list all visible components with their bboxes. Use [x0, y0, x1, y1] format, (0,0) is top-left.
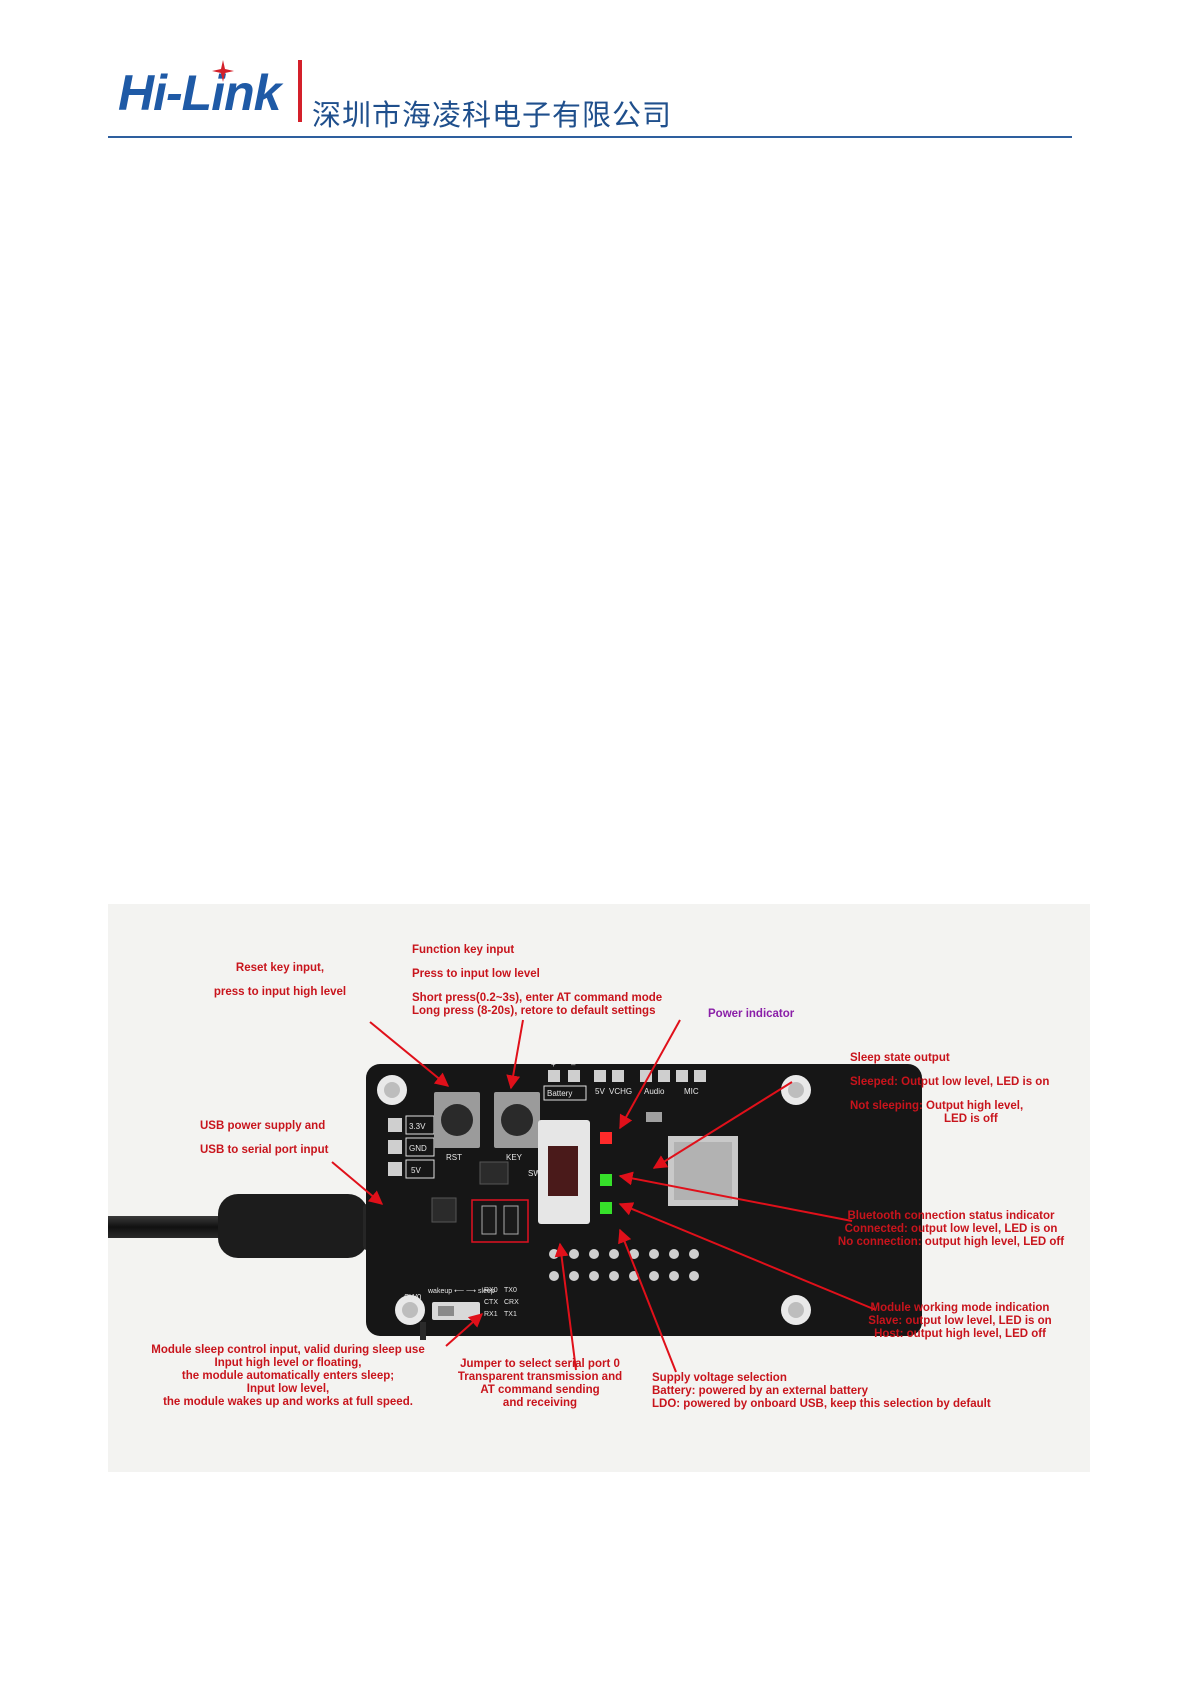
label-audio: Audio — [644, 1087, 665, 1096]
label-sw0-options: wakeup ⟵ ⟶ sleep — [427, 1288, 495, 1295]
label-gnd: GND — [409, 1144, 427, 1153]
bt-status-connected: Connected: output low level, LED is on — [844, 1223, 1058, 1235]
bt-status-annotation: Bluetooth connection status indicator Co… — [820, 1210, 1082, 1249]
sleep-state-sleeped: Sleeped: Output low level, LED is on — [850, 1076, 1050, 1088]
label-minus: – — [571, 1060, 576, 1069]
reset-key-desc: press to input high level — [213, 986, 347, 998]
label-plus: + — [551, 1060, 556, 1069]
usb-power-annotation: USB power supply and USB to serial port … — [200, 1120, 328, 1157]
label-sw1: SW1 — [528, 1169, 546, 1178]
sleep-control-annotation: Module sleep control input, valid during… — [128, 1344, 448, 1409]
function-key-short: Short press(0.2~3s), enter AT command mo… — [412, 992, 663, 1004]
label-battery: Battery — [547, 1089, 572, 1098]
supply-voltage-battery: Battery: powered by an external battery — [652, 1385, 869, 1397]
supply-voltage-ldo: LDO: powered by onboard USB, keep this s… — [652, 1398, 991, 1410]
module-mode-slave: Slave: output low level, LED is on — [868, 1315, 1052, 1327]
label-5v-left: 5V — [411, 1166, 421, 1175]
sleep-state-led-off: LED is off — [944, 1113, 998, 1125]
sleep-control-low: Input low level, — [246, 1383, 330, 1395]
function-key-title: Function key input — [412, 944, 515, 956]
jumper-transparent: Transparent transmission and — [457, 1371, 623, 1383]
usb-power-title: USB power supply and — [200, 1120, 326, 1132]
pcb-board — [366, 1064, 922, 1340]
module-mode-host: Host: output high level, LED off — [874, 1328, 1046, 1340]
board-photo: 3.3V GND 5V RST KEY Battery + – 5V VCHG … — [108, 1019, 922, 1373]
usb-power-desc: USB to serial port input — [200, 1144, 329, 1156]
page-header: Hi-Link 深圳市海凌科电子有限公司 — [0, 0, 1191, 140]
label-vchg: VCHG — [609, 1087, 632, 1096]
bt-status-no-connection: No connection: output high level, LED of… — [837, 1236, 1065, 1248]
label-rx0: RX0 — [484, 1287, 498, 1294]
module-mode-annotation: Module working mode indication Slave: ou… — [848, 1302, 1072, 1341]
board-figure: 3.3V GND 5V RST KEY Battery + – 5V VCHG … — [108, 904, 1090, 1472]
label-3v3: 3.3V — [409, 1122, 426, 1131]
supply-voltage-title: Supply voltage selection — [652, 1372, 787, 1384]
jumper-title: Jumper to select serial port 0 — [460, 1358, 620, 1370]
jumper-annotation: Jumper to select serial port 0 Transpare… — [450, 1358, 630, 1410]
label-rx1: RX1 — [484, 1311, 498, 1318]
company-name: 深圳市海凌科电子有限公司 — [312, 98, 673, 132]
function-key-annotation: Function key input Press to input low le… — [412, 944, 662, 1018]
label-rst: RST — [446, 1153, 462, 1162]
sleep-control-title: Module sleep control input, valid during… — [151, 1344, 425, 1356]
label-5v: 5V — [595, 1087, 605, 1096]
label-sw0: SW0 — [404, 1293, 422, 1302]
annotation-arrows — [331, 1019, 877, 1373]
bt-status-title: Bluetooth connection status indicator — [847, 1210, 1055, 1222]
sleep-control-enters: the module automatically enters sleep; — [181, 1370, 395, 1382]
reset-key-title: Reset key input, — [235, 962, 325, 974]
sleep-control-high: Input high level or floating, — [214, 1357, 362, 1369]
function-key-long: Long press (8-20s), retore to default se… — [412, 1005, 656, 1017]
board-silkscreen: 3.3V GND 5V RST KEY Battery + – 5V VCHG … — [404, 1060, 699, 1318]
hi-link-logo: Hi-Link — [118, 65, 281, 121]
module-mode-title: Module working mode indication — [870, 1302, 1050, 1314]
sleep-state-not-sleeping: Not sleeping: Output high level, — [850, 1100, 1024, 1112]
header-rule — [108, 136, 1072, 138]
label-mic: MIC — [684, 1087, 699, 1096]
logo-divider — [298, 60, 302, 122]
label-tx0: TX0 — [504, 1287, 517, 1294]
label-key: KEY — [506, 1153, 523, 1162]
logo-star-icon — [212, 60, 234, 82]
power-indicator-label: Power indicator — [708, 1008, 795, 1020]
label-crx: CRX — [504, 1299, 519, 1306]
function-key-press: Press to input low level — [412, 968, 540, 980]
label-ctx: CTX — [484, 1299, 498, 1306]
sleep-state-title: Sleep state output — [850, 1052, 950, 1064]
reset-key-annotation: Reset key input, press to input high lev… — [170, 962, 390, 999]
supply-voltage-annotation: Supply voltage selection Battery: powere… — [652, 1372, 991, 1411]
sleep-control-wakes: the module wakes up and works at full sp… — [163, 1396, 413, 1408]
jumper-receiving: and receiving — [502, 1397, 578, 1409]
sleep-state-annotation: Sleep state output Sleeped: Output low l… — [850, 1052, 1049, 1126]
label-tx1: TX1 — [504, 1311, 517, 1318]
jumper-at: AT command sending — [480, 1384, 600, 1396]
